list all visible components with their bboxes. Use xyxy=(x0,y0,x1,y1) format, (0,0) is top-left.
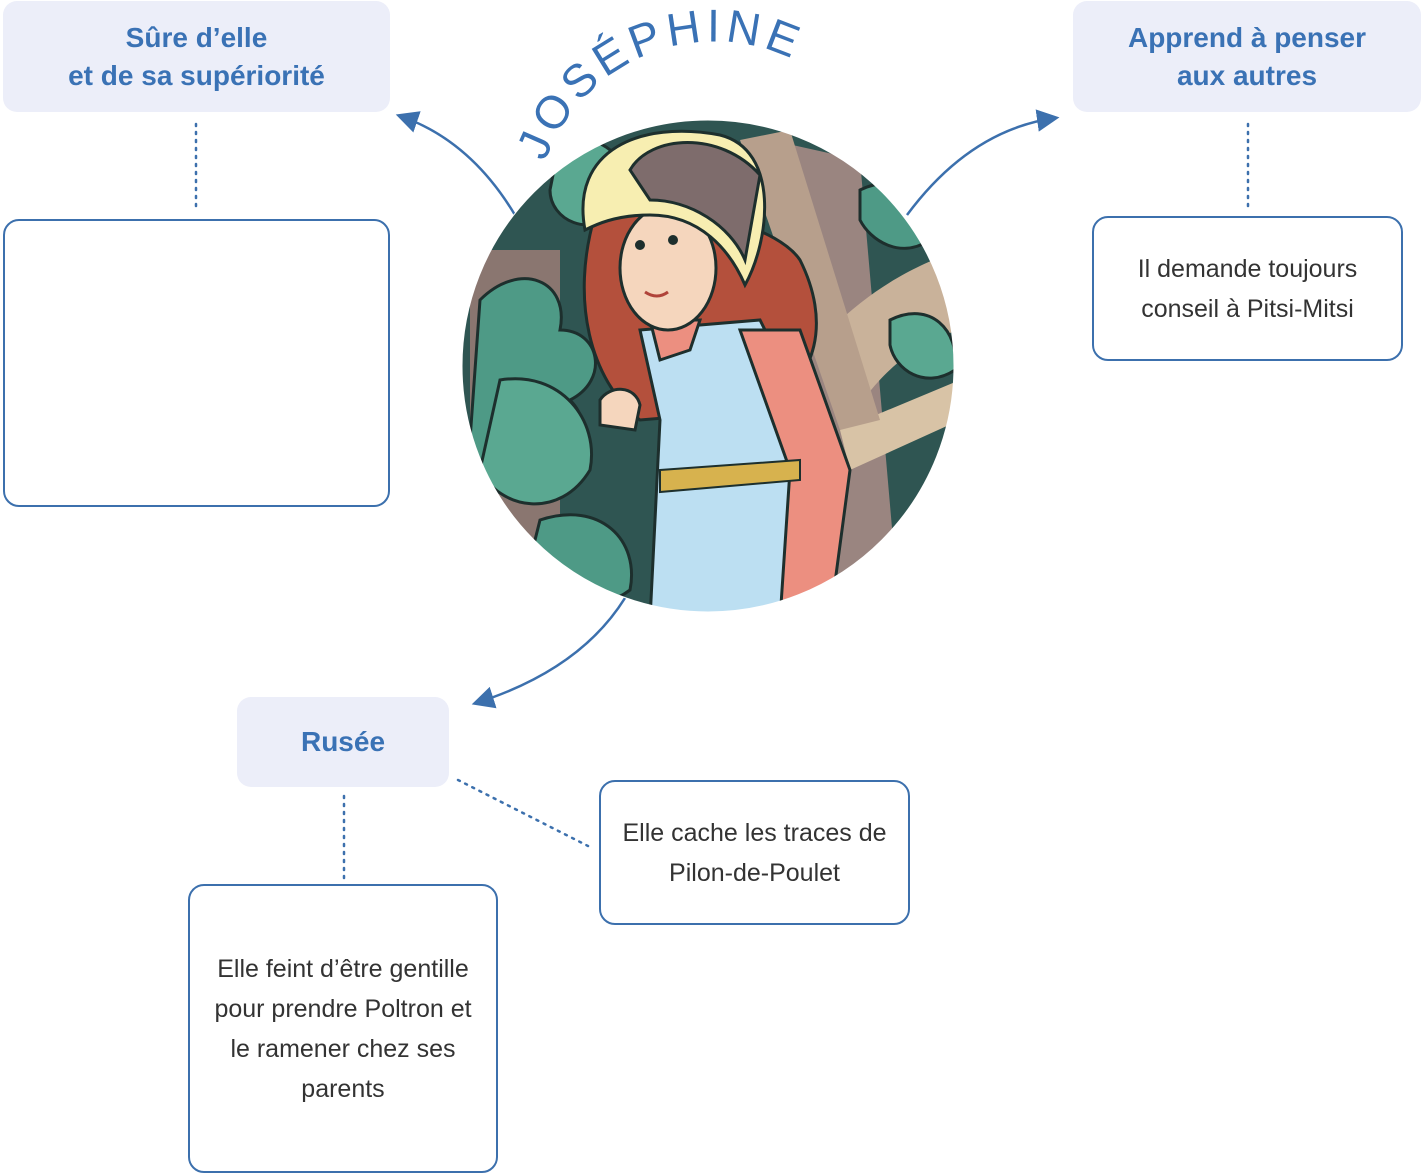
trait-label-1: Sûre d’elle et de sa supériorité xyxy=(3,1,390,112)
dotted-link-3b xyxy=(456,778,590,848)
arrow-to-trait-3 xyxy=(471,597,627,709)
trait-label-3: Rusée xyxy=(237,697,449,787)
trait-2-line-2: aux autres xyxy=(1176,59,1318,91)
example-box-1[interactable] xyxy=(3,219,390,507)
example-3b-text: Elle cache les traces de Pilon-de-Poulet xyxy=(622,818,887,887)
example-2-text: Il demande toujours conseil à Pitsi-Mits… xyxy=(1137,254,1358,323)
example-box-3a[interactable]: Elle feint d’être gentille pour prendre … xyxy=(188,884,498,1173)
arrow-to-trait-1 xyxy=(395,111,517,216)
trait-3-line-1: Rusée xyxy=(300,726,386,757)
trait-1-line-1: Sûre d’elle xyxy=(125,21,268,53)
example-box-2[interactable]: Il demande toujours conseil à Pitsi-Mits… xyxy=(1092,216,1403,361)
arrow-to-trait-2 xyxy=(905,109,1060,216)
trait-2-line-1: Apprend à penser xyxy=(1127,21,1367,53)
trait-1-line-2: et de sa supériorité xyxy=(68,59,325,91)
example-box-3b[interactable]: Elle cache les traces de Pilon-de-Poulet xyxy=(599,780,910,925)
portrait-illustration xyxy=(462,120,954,612)
trait-label-2: Apprend à penser aux autres xyxy=(1073,1,1421,112)
example-3a-text: Elle feint d’être gentille pour prendre … xyxy=(214,954,472,1103)
